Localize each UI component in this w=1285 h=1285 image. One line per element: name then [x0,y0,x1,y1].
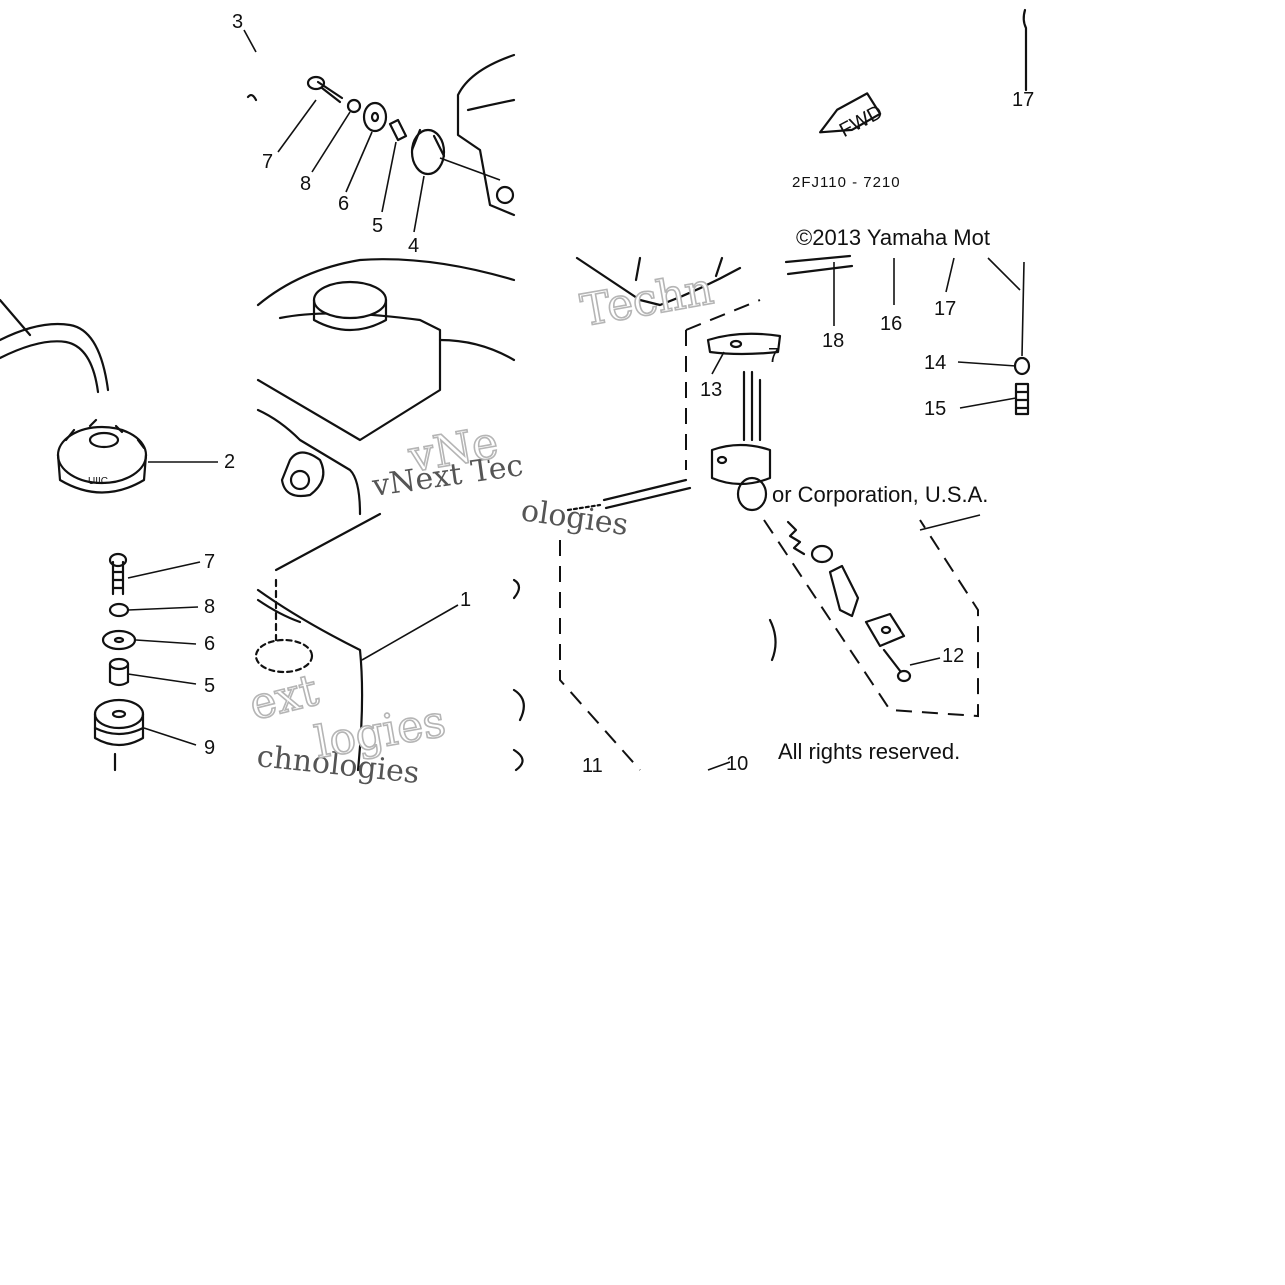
collar-5-icon [388,118,408,142]
fuel-cap-icon: UIIC [56,418,148,494]
callout-7c: 7 [768,345,779,367]
watermarks: Techn vNext Tec ologies vNe ext chnologi… [244,263,718,791]
fuel-tank-lower [254,512,525,772]
lever-icon [828,564,860,618]
callout-8: 8 [300,173,311,195]
o-ring-icon [810,544,834,564]
fuel-pipe-icon [566,478,692,512]
leader-lines [127,29,1017,771]
fuel-tank-top [256,258,516,516]
bolt-7b-icon [108,552,128,596]
callout-7b: 7 [204,551,215,573]
mount-hardware-upper [246,53,516,217]
screw-12-icon [882,648,912,683]
callout-18: 18 [822,330,844,352]
callout-6: 6 [338,193,349,215]
gasket-13-icon [706,332,782,356]
callout-15: 15 [924,398,946,420]
screw-18-icon [784,254,854,276]
fuel-cock-lower-area [559,519,979,771]
spring-washer-8b-icon [108,602,130,618]
callout-11: 11 [582,755,603,777]
callout-12: 12 [942,645,964,667]
callout-8b: 8 [204,596,215,618]
callout-2: 2 [224,451,235,473]
copyright-line-1: ©2013 Yamaha Mot [796,225,990,250]
callout-5: 5 [372,215,383,237]
svg-text:UIIC: UIIC [88,476,108,487]
callout-13: 13 [700,379,722,401]
figure-code: 2FJ110 - 7210 [792,174,901,191]
copyright-line-3: All rights reserved. [778,739,960,764]
callout-10: 10 [726,753,748,775]
bolt-7-icon [306,75,344,104]
fuel-cock-area [566,254,854,512]
plate-icon [864,612,906,648]
callout-6b: 6 [204,633,215,655]
screw-14-icon [1013,356,1031,376]
fuel-cap-area: UIIC [0,298,148,494]
watermark-7: logies [311,696,449,769]
damper-9-icon [93,698,145,747]
spring-washer-8-icon [346,98,362,114]
callout-14: 14 [924,352,946,374]
callout-17b: 17 [934,298,956,320]
fuel-cock-body-icon [710,370,772,512]
callout-4: 4 [408,235,419,257]
washer-6b-icon [101,629,137,651]
callout-17: 17 [1012,89,1034,111]
spring-icon [786,520,806,556]
callout-16: 16 [880,313,902,335]
callout-labels: 3 7 8 6 5 4 2 7 8 6 5 9 1 17 16 17 18 14… [204,11,1034,777]
collar-5b-icon [108,657,130,687]
damper-4-icon [410,128,501,181]
callout-7: 7 [262,151,273,173]
copyright-line-2: or Corporation, U.S.A. [772,482,988,507]
callout-5b: 5 [204,675,215,697]
screw-15-icon [1014,382,1030,416]
callout-9: 9 [204,737,215,759]
watermark-3: ologies [519,493,630,543]
mount-hardware-lower [93,552,145,772]
washer-6-icon [362,101,388,133]
fwd-arrow-icon: FWD [819,92,886,142]
callout-3: 3 [232,11,243,33]
callout-1: 1 [460,589,471,611]
